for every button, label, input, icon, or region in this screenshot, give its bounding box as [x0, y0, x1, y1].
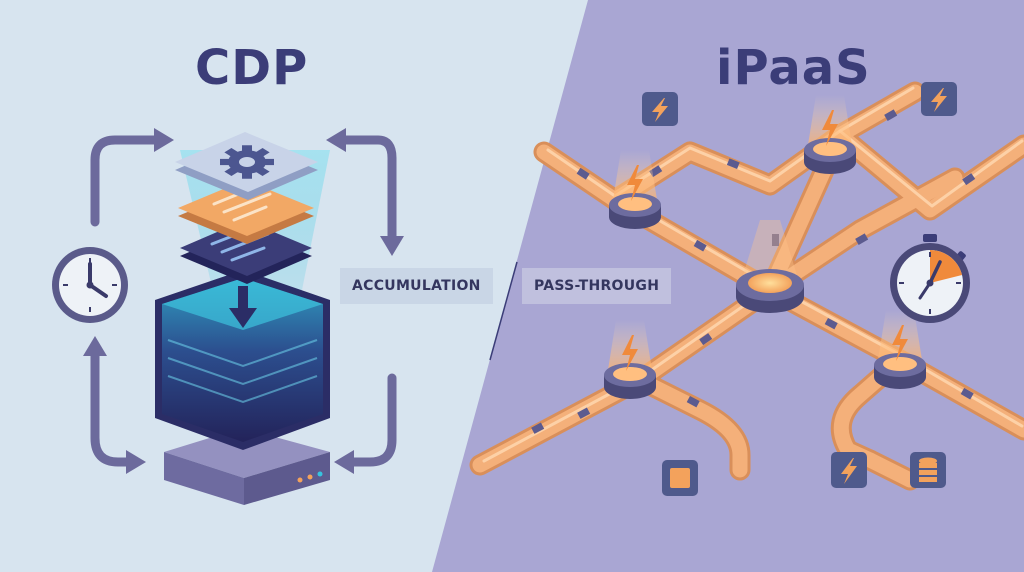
- lightning-icon: [622, 335, 638, 371]
- lightning-icon: [892, 325, 908, 361]
- database-tile: [910, 452, 946, 488]
- square-icon: [670, 468, 690, 488]
- down-arrow-icon: [229, 286, 257, 328]
- lightning-icon: [841, 458, 857, 484]
- layer-stack: [175, 132, 318, 284]
- stopwatch-icon: [890, 234, 970, 323]
- lightning-icon: [652, 98, 668, 122]
- clock-icon: [52, 247, 128, 323]
- node-left: [609, 150, 661, 229]
- cdp-title: CDP: [195, 40, 309, 96]
- lightning-icon: [822, 110, 838, 146]
- accumulation-label: ACCUMULATION: [340, 268, 493, 304]
- lightning-tile-top-left: [642, 92, 678, 126]
- database-cube: [155, 270, 330, 450]
- database-icon: [919, 457, 937, 482]
- ipaas-panel-background: [432, 0, 1024, 572]
- node-bottom-right: [874, 310, 926, 389]
- divider-slash: [489, 261, 518, 361]
- square-tile-bottom: [662, 460, 698, 496]
- lightning-icon: [627, 165, 643, 201]
- lightning-tile-top-right: [921, 82, 957, 116]
- central-hub: [736, 220, 804, 313]
- arrow-heads: [83, 128, 404, 474]
- circular-arrows: [90, 135, 397, 467]
- node-bottom-left: [604, 320, 656, 399]
- lightning-icon: [931, 88, 947, 112]
- pass-through-label: PASS-THROUGH: [522, 268, 672, 304]
- gear-icon: [220, 145, 274, 179]
- lightning-tile-bottom: [831, 452, 867, 488]
- server-base: [164, 428, 330, 505]
- node-top: [804, 95, 856, 174]
- ipaas-title: iPaaS: [716, 40, 871, 96]
